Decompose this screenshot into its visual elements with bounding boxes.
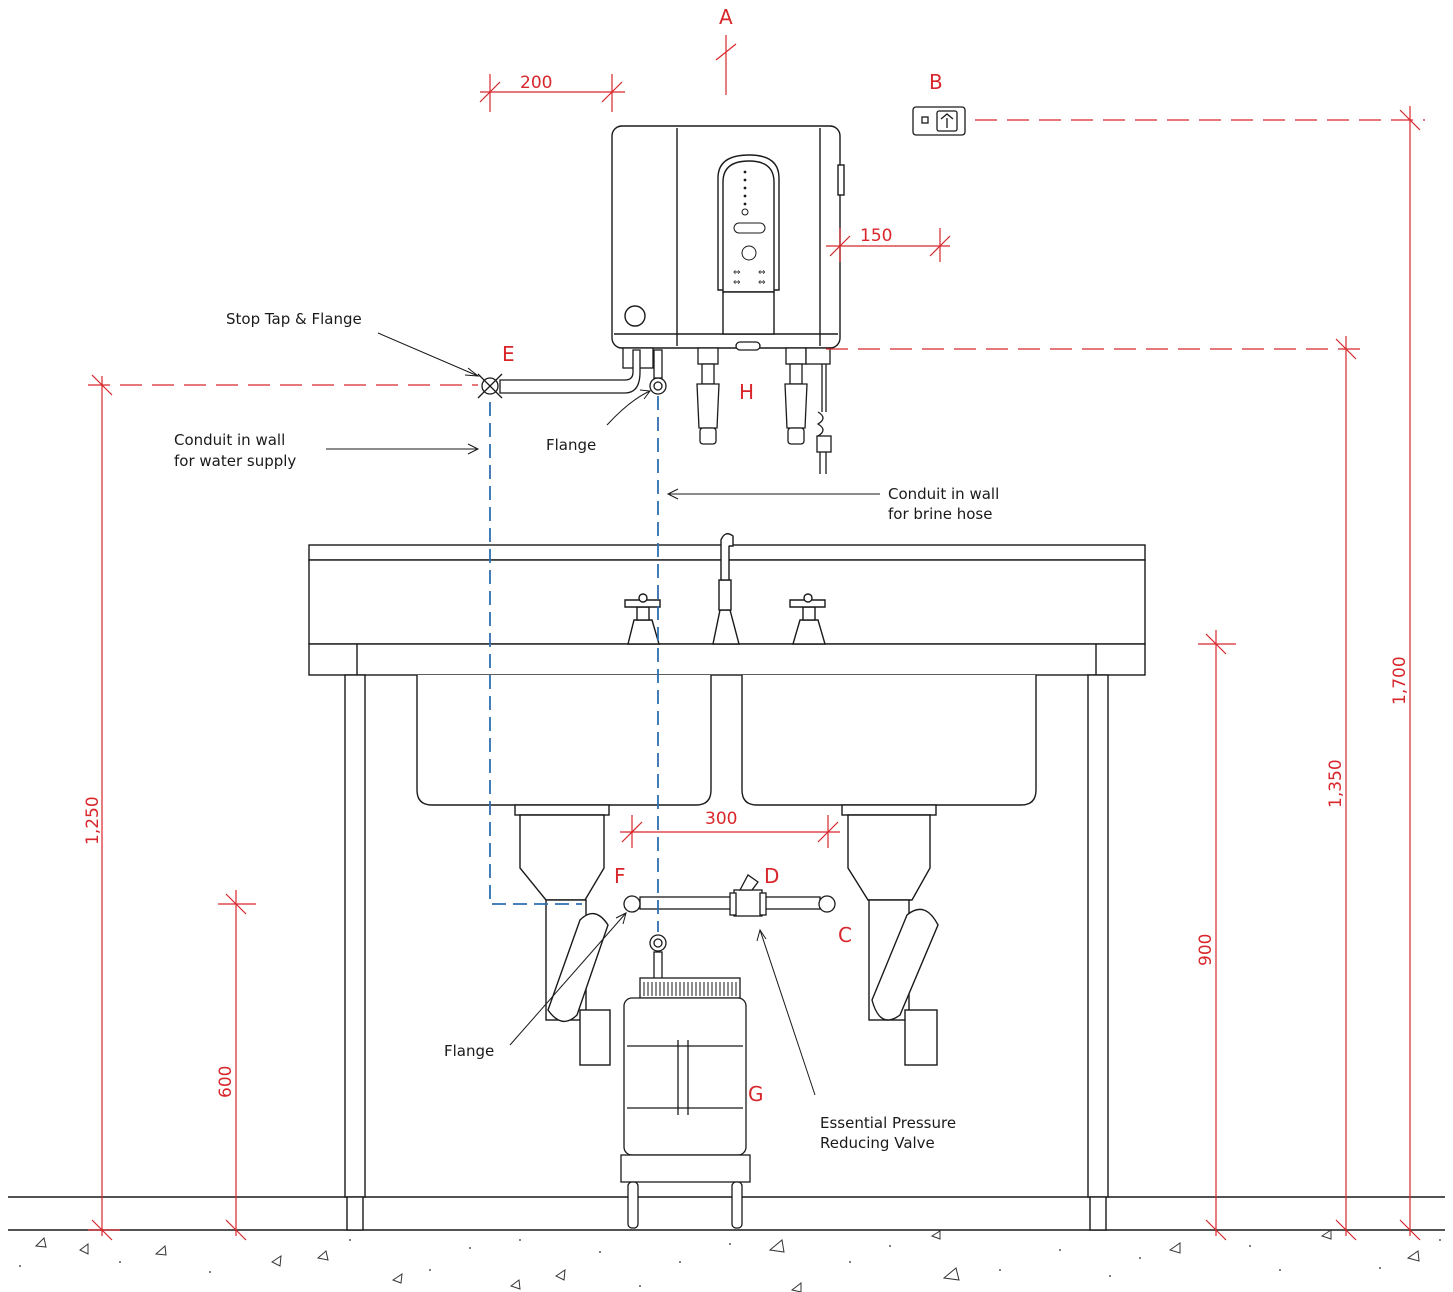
svg-text:⇔: ⇔ [733,268,741,278]
label-valve-1: Essential Pressure [820,1114,956,1132]
dim-1700: 1,700 [1390,656,1410,705]
label-stop-tap: Stop Tap & Flange [226,310,362,328]
svg-text:⇔: ⇔ [758,278,766,288]
dim-150: 150 [860,226,892,246]
valve-line [623,874,836,952]
power-outlet [912,106,966,136]
label-conduit-water-1: Conduit in wall [174,431,285,449]
dim-1350: 1,350 [1326,759,1346,808]
floor [8,1196,1445,1231]
marker-e: E [502,342,515,366]
dim-1250: 1,250 [83,796,103,845]
sink-taps [624,533,826,645]
svg-text:⇔: ⇔ [733,278,741,288]
water-unit [611,125,845,349]
marker-g: G [748,1082,764,1106]
label-valve-2: Reducing Valve [820,1134,935,1152]
brine-tank [620,951,751,1229]
marker-a: A [719,5,733,29]
unit-bottom-fittings [622,341,832,474]
dim-600: 600 [216,1066,236,1098]
marker-letters: A B C D E F G H [502,5,943,1106]
conduits [489,396,659,932]
label-flange-bottom: Flange [444,1042,494,1060]
dim-200: 200 [520,73,552,93]
dim-900: 900 [1196,934,1216,966]
dimension-texts: 200 150 300 1,250 600 900 1,350 1,700 [83,73,1410,1098]
leader-lines [326,332,880,1096]
stop-tap-and-pipe [477,349,667,399]
dim-300: 300 [705,809,737,829]
marker-h: H [739,380,754,404]
floor-hatch [19,1229,1441,1292]
label-flange-top: Flange [546,436,596,454]
callout-labels: Stop Tap & Flange Conduit in wall for wa… [174,310,999,1152]
marker-c: C [838,923,852,947]
marker-b: B [929,70,943,94]
control-panel-details: ⇔ ⇔ ⇔ ⇔ [733,170,766,288]
marker-d: D [764,864,779,888]
label-conduit-brine-1: Conduit in wall [888,485,999,503]
marker-f: F [614,864,626,888]
brine-tank-lid-ribs [643,982,737,996]
svg-text:⇔: ⇔ [758,268,766,278]
label-conduit-brine-2: for brine hose [888,505,992,523]
sink-waste-pipes [514,804,939,1066]
dimension-lines [88,35,1425,1241]
label-conduit-water-2: for water supply [174,452,296,470]
